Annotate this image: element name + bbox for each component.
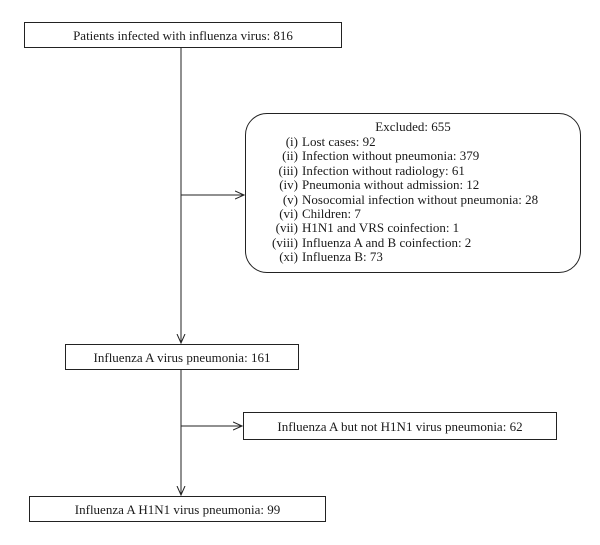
excluded-item-label: Influenza A and B coinfection: 2 [302, 234, 472, 250]
excluded-item-label: Children: 7 [302, 206, 361, 222]
box-influenza-a-not-h1n1: Influenza A but not H1N1 virus pneumonia… [243, 412, 557, 440]
box-patients-infected: Patients infected with influenza virus: … [24, 22, 342, 48]
excluded-item-label: Infection without radiology: 61 [302, 162, 465, 178]
excluded-item-number: (v) [282, 191, 298, 207]
excluded-item-number: (vi) [279, 206, 298, 222]
box-influenza-a-pneumonia-text: Influenza A virus pneumonia: 161 [93, 349, 271, 365]
excluded-item: (ii)Infection without pneumonia: 379 [246, 148, 580, 164]
excluded-item-label: Influenza B: 73 [302, 249, 383, 265]
excluded-item-label: Lost cases: 92 [302, 134, 376, 149]
excluded-item-label: Nosocomial infection without pneumonia: … [302, 191, 539, 207]
excluded-item: (i) Lost cases: 92 [246, 134, 580, 149]
excluded-item-label: Infection without pneumonia: 379 [302, 148, 480, 164]
excluded-item: (v)Nosocomial infection without pneumoni… [246, 191, 580, 207]
excluded-item-number: (ii) [282, 148, 298, 164]
excluded-item-number: (iii) [278, 162, 299, 178]
excluded-item-number: (viii) [272, 234, 298, 250]
box-influenza-a-pneumonia: Influenza A virus pneumonia: 161 [65, 344, 299, 370]
box-influenza-a-h1n1: Influenza A H1N1 virus pneumonia: 99 [29, 496, 326, 522]
excluded-item-number: (i) [285, 134, 298, 149]
excluded-item-number: (xi) [279, 249, 298, 265]
box-excluded: Excluded: 655 (i) Lost cases: 92 (ii)Infe… [245, 113, 581, 273]
box-influenza-a-not-h1n1-text: Influenza A but not H1N1 virus pneumonia… [277, 418, 523, 434]
excluded-item-label: H1N1 and VRS coinfection: 1 [302, 220, 460, 236]
excluded-item-label: Pneumonia without admission: 12 [302, 177, 480, 193]
excluded-item: (viii)Influenza A and B coinfection: 2 [246, 234, 580, 250]
box-patients-infected-text: Patients infected with influenza virus: … [73, 27, 293, 43]
excluded-title: Excluded: 655 [375, 119, 451, 134]
excluded-item-number: (iv) [279, 177, 298, 193]
excluded-item: (vi)Children: 7 [246, 206, 580, 222]
excluded-item: (iii)Infection without radiology: 61 [246, 162, 580, 178]
excluded-item: (iv)Pneumonia without admission: 12 [246, 177, 580, 193]
excluded-item: (vii)H1N1 and VRS coinfection: 1 [246, 220, 580, 236]
excluded-item-number: (vii) [275, 220, 298, 236]
excluded-item: (xi)Influenza B: 73 [246, 249, 580, 265]
box-influenza-a-h1n1-text: Influenza A H1N1 virus pneumonia: 99 [74, 501, 281, 517]
